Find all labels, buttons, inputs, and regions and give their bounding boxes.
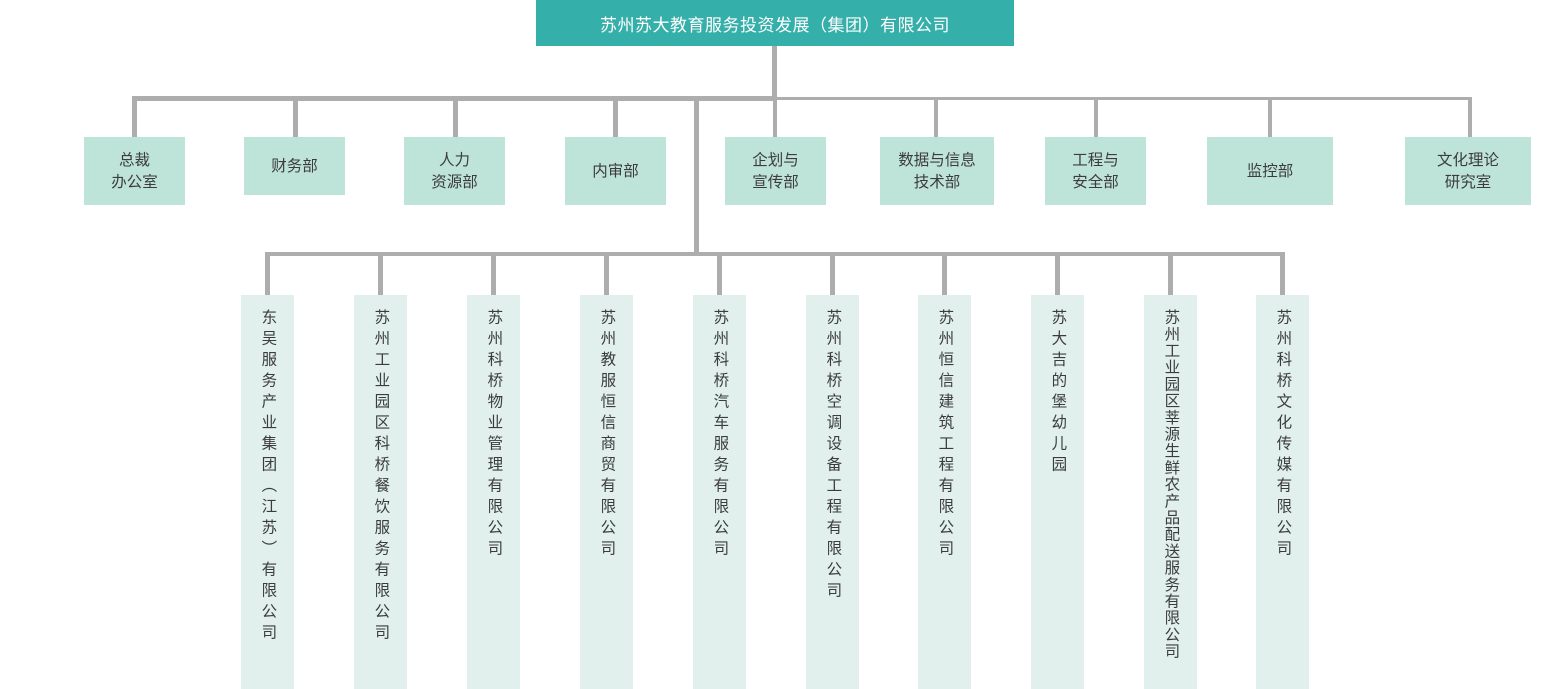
department-node-6[interactable]: 数据与信息 技术部	[880, 137, 994, 205]
root-node-label: 苏州苏大教育服务投资发展（集团）有限公司	[600, 15, 950, 36]
department-node-2[interactable]: 财务部	[244, 137, 345, 195]
subsidiary-label-2: 苏州工业园区科桥餐饮服务有限公司	[372, 309, 391, 645]
department-label-1-line-1: 总裁	[118, 150, 150, 169]
subsidiary-label-9: 苏州工业园区莘源生鲜农产品配送服务有限公司	[1162, 309, 1181, 660]
department-label-6-line-1: 数据与信息	[898, 150, 976, 169]
department-label-8-line-1: 监控部	[1246, 161, 1294, 180]
subsidiary-label-7: 苏州恒信建筑工程有限公司	[936, 309, 955, 561]
subsidiary-node-1[interactable]: 东吴服务产业集团（江苏）有限公司	[241, 295, 294, 689]
department-label-2-line-1: 财务部	[271, 156, 318, 175]
department-node-3[interactable]: 人力 资源部	[404, 137, 505, 205]
connector-dept-stem-4	[613, 96, 618, 137]
subsidiary-node-9[interactable]: 苏州工业园区莘源生鲜农产品配送服务有限公司	[1144, 295, 1197, 689]
subsidiary-label-1: 东吴服务产业集团（江苏）有限公司	[259, 309, 278, 645]
department-label-7-line-2: 安全部	[1072, 173, 1119, 191]
connector-subsidiary-stem-2	[378, 252, 383, 297]
department-node-5[interactable]: 企划与 宣传部	[725, 137, 826, 205]
connector-subsidiary-stem	[694, 100, 699, 254]
connector-root-stem	[772, 46, 777, 98]
connector-dept-stem-5	[773, 96, 777, 137]
connector-subsidiary-stem-1	[265, 252, 270, 297]
connector-dept-stem-3	[453, 96, 458, 137]
connector-dept-stem-7	[1094, 97, 1098, 137]
connector-dept-stem-6	[934, 97, 938, 137]
department-label-5-line-2: 宣传部	[752, 173, 799, 191]
connector-subsidiary-stem-5	[717, 252, 722, 297]
connector-dept-bus-right	[777, 97, 1472, 100]
subsidiary-node-6[interactable]: 苏州科桥空调设备工程有限公司	[806, 295, 859, 689]
connector-dept-stem-9	[1468, 97, 1472, 137]
department-label-3-line-2: 资源部	[431, 173, 478, 191]
connector-subsidiary-stem-6	[830, 252, 835, 297]
department-label-5-line-1: 企划与	[752, 150, 799, 169]
department-label-3-line-1: 人力	[438, 150, 470, 169]
department-node-7[interactable]: 工程与 安全部	[1045, 137, 1146, 205]
department-label-6-line-2: 技术部	[913, 173, 961, 191]
connector-subsidiary-stem-8	[1055, 252, 1060, 297]
connector-subsidiary-stem-3	[491, 252, 496, 297]
root-node-company[interactable]: 苏州苏大教育服务投资发展（集团）有限公司	[536, 0, 1014, 46]
connector-dept-stem-1	[132, 96, 137, 137]
subsidiary-node-8[interactable]: 苏大吉的堡幼儿园	[1031, 295, 1084, 689]
subsidiary-node-4[interactable]: 苏州教服恒信商贸有限公司	[580, 295, 633, 689]
department-label-9-line-1: 文化理论	[1436, 150, 1499, 169]
subsidiary-label-8: 苏大吉的堡幼儿园	[1049, 309, 1068, 477]
department-node-8[interactable]: 监控部	[1207, 137, 1333, 205]
connector-subsidiary-bus	[265, 252, 1284, 256]
connector-dept-stem-8	[1268, 97, 1272, 137]
subsidiary-label-10: 苏州科桥文化传媒有限公司	[1274, 309, 1293, 561]
subsidiary-label-5: 苏州科桥汽车服务有限公司	[711, 309, 730, 561]
connector-subsidiary-stem-10	[1280, 252, 1285, 297]
subsidiary-label-4: 苏州教服恒信商贸有限公司	[598, 309, 617, 561]
subsidiary-node-7[interactable]: 苏州恒信建筑工程有限公司	[918, 295, 971, 689]
department-label-7-line-1: 工程与	[1072, 150, 1119, 169]
connector-dept-stem-2	[293, 96, 298, 137]
subsidiary-label-3: 苏州科桥物业管理有限公司	[485, 309, 504, 561]
department-node-9[interactable]: 文化理论 研究室	[1405, 137, 1531, 205]
connector-subsidiary-stem-9	[1168, 252, 1173, 297]
connector-subsidiary-stem-7	[942, 252, 947, 297]
connector-subsidiary-stem-4	[604, 252, 609, 297]
department-label-9-line-2: 研究室	[1444, 173, 1492, 191]
department-node-4[interactable]: 内审部	[565, 137, 666, 205]
subsidiary-node-5[interactable]: 苏州科桥汽车服务有限公司	[693, 295, 746, 689]
department-node-1[interactable]: 总裁 办公室	[84, 137, 185, 205]
department-label-1-line-2: 办公室	[111, 173, 158, 191]
department-label-4-line-1: 内审部	[592, 161, 639, 180]
subsidiary-node-10[interactable]: 苏州科桥文化传媒有限公司	[1256, 295, 1309, 689]
subsidiary-node-3[interactable]: 苏州科桥物业管理有限公司	[467, 295, 520, 689]
subsidiary-label-6: 苏州科桥空调设备工程有限公司	[824, 309, 843, 603]
subsidiary-node-2[interactable]: 苏州工业园区科桥餐饮服务有限公司	[354, 295, 407, 689]
